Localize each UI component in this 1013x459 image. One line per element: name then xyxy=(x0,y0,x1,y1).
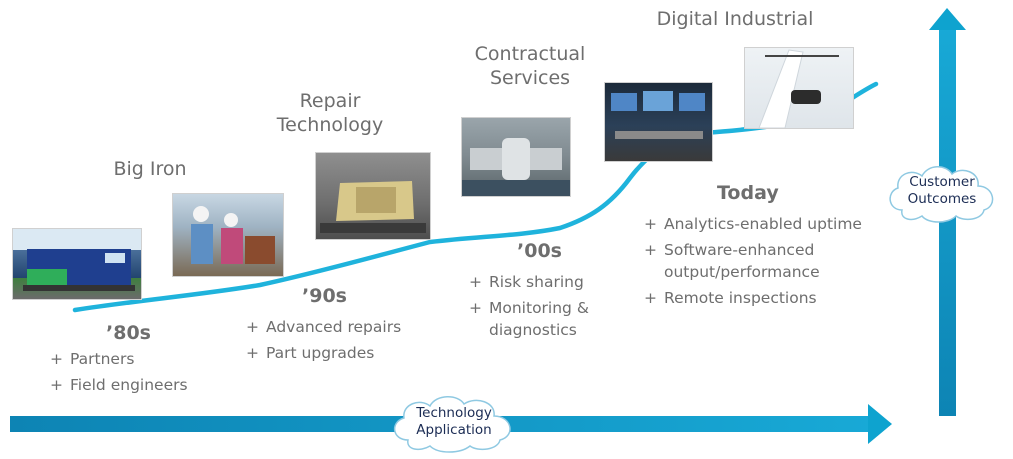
turbine-rotor-photo xyxy=(461,117,571,197)
bullets-90s: Advanced repairs Part upgrades xyxy=(246,316,436,368)
control-room-icon xyxy=(611,91,705,139)
locomotive-icon xyxy=(23,249,135,291)
bullet-item: Analytics-enabled uptime xyxy=(644,213,884,235)
engineers-icon xyxy=(191,206,275,264)
y-axis-label: Customer Outcomes xyxy=(907,174,977,207)
locomotive-photo xyxy=(12,228,142,300)
bullet-item: Partners xyxy=(50,348,220,370)
era-title-contractual-services: Contractual Services xyxy=(474,43,586,89)
repair-part-photo xyxy=(315,152,431,240)
decade-label-today: Today xyxy=(717,182,779,204)
decade-label-00s: ’00s xyxy=(517,240,562,262)
cloud-icon xyxy=(394,396,511,453)
era-title-big-iron: Big Iron xyxy=(113,158,187,180)
bullet-item: Advanced repairs xyxy=(246,316,436,338)
bullets-00s: Risk sharing Monitoring & diagnostics xyxy=(469,271,639,345)
era-title-digital-industrial: Digital Industrial xyxy=(656,8,814,30)
wind-turbine-icon xyxy=(758,49,839,128)
era-title-repair-technology: Repair Technology xyxy=(276,90,384,136)
bullet-item: Software-enhanced output/performance xyxy=(644,239,884,283)
field-engineers-photo xyxy=(172,193,284,277)
bullet-item: Monitoring & diagnostics xyxy=(469,297,639,341)
decade-label-80s: ’80s xyxy=(106,322,151,344)
customer-outcomes-cloud: Customer Outcomes xyxy=(884,162,1000,224)
decade-label-90s: ’90s xyxy=(302,285,347,307)
technology-application-cloud: Technology Application xyxy=(386,392,522,454)
x-axis-label: Technology Application xyxy=(416,405,492,438)
repair-part-icon xyxy=(320,181,426,233)
bullets-today: Analytics-enabled uptime Software-enhanc… xyxy=(644,213,884,313)
control-room-photo xyxy=(604,82,713,162)
bullet-item: Part upgrades xyxy=(246,342,436,364)
cloud-icon xyxy=(889,166,994,223)
bullet-item: Remote inspections xyxy=(644,287,884,309)
y-axis-arrow xyxy=(929,8,966,416)
bullet-item: Field engineers xyxy=(50,374,220,396)
wind-turbine-drone-photo xyxy=(744,47,854,129)
turbine-rotor-icon xyxy=(462,138,570,196)
bullets-80s: Partners Field engineers xyxy=(50,348,220,400)
bullet-item: Risk sharing xyxy=(469,271,639,293)
